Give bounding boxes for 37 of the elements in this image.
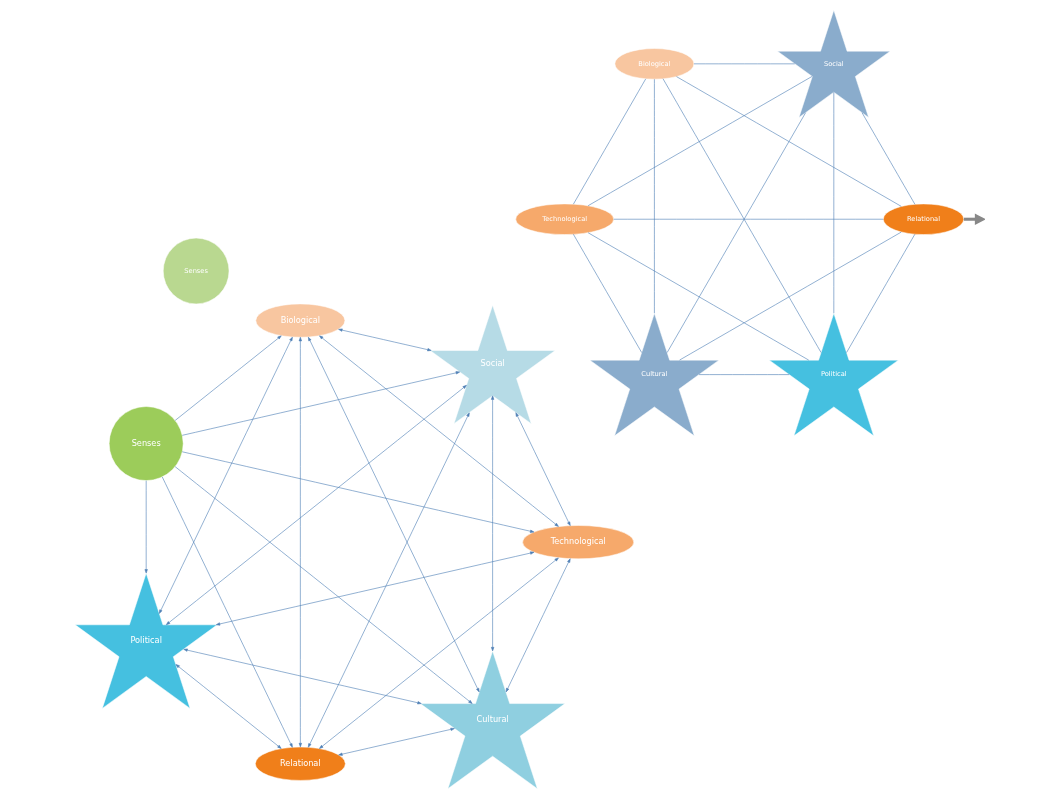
arrow [181, 371, 460, 436]
connector [693, 63, 796, 65]
connector [654, 78, 655, 314]
connector [698, 374, 790, 375]
arrow [308, 336, 480, 693]
arrow [175, 664, 282, 749]
connector [861, 112, 916, 205]
connector [573, 233, 642, 353]
arrow [338, 727, 455, 756]
arrow [515, 412, 571, 526]
arrow [319, 557, 559, 749]
connector [587, 232, 810, 361]
connector [666, 112, 806, 353]
arrow [183, 648, 422, 705]
arrow [505, 558, 571, 693]
arrow [298, 337, 302, 748]
arrow [144, 480, 148, 574]
arrow [319, 335, 559, 527]
connector [833, 91, 835, 314]
arrow [338, 328, 432, 352]
arrow [166, 385, 467, 626]
arrow [491, 395, 495, 652]
arrow [159, 336, 293, 614]
connector [573, 78, 647, 205]
connector [587, 76, 813, 206]
connector [613, 218, 884, 220]
arrow [215, 551, 535, 626]
connector [676, 76, 902, 207]
arrow [174, 335, 282, 421]
arrow [181, 451, 535, 533]
connector [846, 233, 916, 353]
arrow [174, 466, 473, 704]
node-circle: Senses [108, 406, 184, 481]
connector [662, 78, 822, 353]
arrow [307, 412, 470, 748]
arrow [161, 476, 293, 748]
connector [679, 231, 902, 361]
